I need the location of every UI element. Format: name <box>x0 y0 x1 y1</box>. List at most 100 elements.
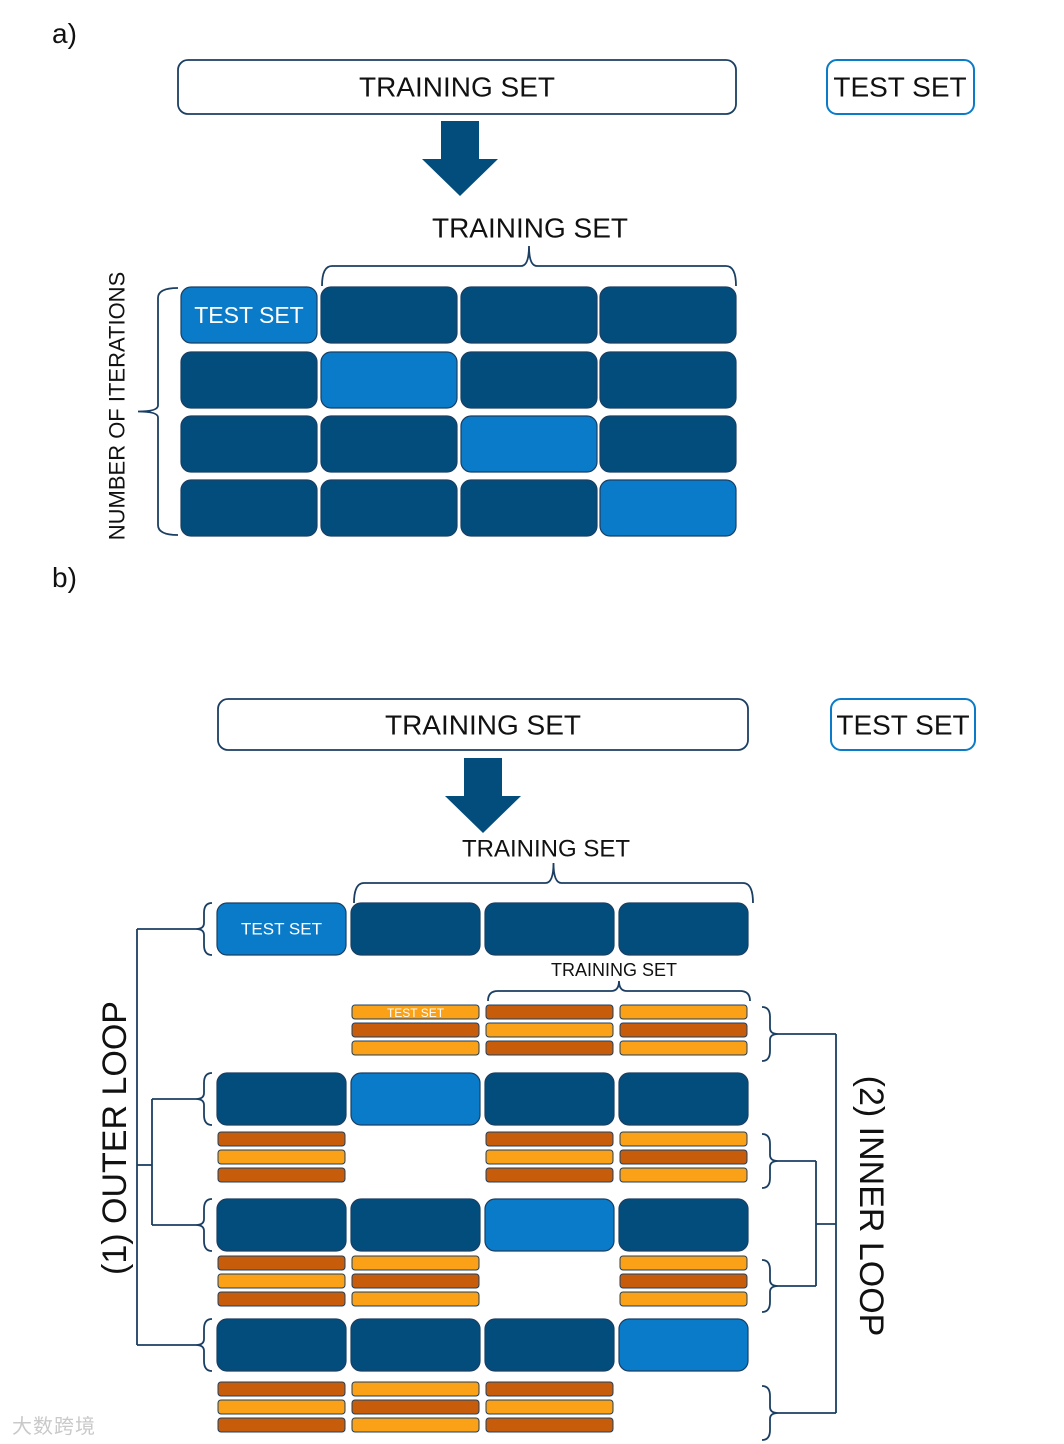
a-fold-r2-c3 <box>599 415 737 473</box>
a-fold-r3-c1 <box>320 479 458 537</box>
b-inner-g0-c2-s0 <box>485 1004 614 1020</box>
b-outer-brace-0 <box>195 902 213 956</box>
b-inner-g0-c1-s0 <box>351 1004 480 1020</box>
b-inner-g1-c3-s0 <box>619 1131 748 1147</box>
a-training-brace <box>321 245 737 287</box>
b-inner-g3-c2-s0 <box>485 1381 614 1397</box>
b-inner-loop-label: (2) INNER LOOP <box>852 1076 890 1337</box>
b-outer-brace-2 <box>195 1198 213 1252</box>
b-inner-g1-c2-s0 <box>485 1131 614 1147</box>
b-inner-g0-c3-s0 <box>619 1004 748 1020</box>
a-iterations-brace <box>137 287 179 536</box>
a-fold-r0-c1 <box>320 286 458 344</box>
b-outer-r0-c2 <box>484 902 615 956</box>
b-training-set-box <box>217 698 749 751</box>
b-fold-test-label: TEST SET <box>241 920 322 939</box>
b-inner-g2-c1-s2 <box>351 1291 480 1307</box>
b-inner-g2-c3-s2 <box>619 1291 748 1307</box>
b-inner-g1-c3-s2 <box>619 1167 748 1183</box>
b-outer-r1-c0 <box>216 1072 347 1126</box>
b-inner-g3-c0-s2 <box>217 1417 346 1433</box>
a-split-training-label: TRAINING SET <box>432 213 628 244</box>
b-outer-r0-c0 <box>216 902 347 956</box>
b-inner-training-label: TRAINING SET <box>551 960 677 980</box>
b-inner-g2-c1-s1 <box>351 1273 480 1289</box>
b-inner-g1-c0-s0 <box>217 1131 346 1147</box>
b-inner-g3-c2-s2 <box>485 1417 614 1433</box>
b-outer-r2-c3 <box>618 1198 749 1252</box>
b-inner-g3-c1-s2 <box>351 1417 480 1433</box>
a-fold-r0-c3 <box>599 286 737 344</box>
b-outer-r0-c3 <box>618 902 749 956</box>
watermark: 大数跨境 <box>12 1414 96 1438</box>
b-inner-brace-1 <box>761 1133 779 1189</box>
b-inner-training-brace <box>487 980 751 1002</box>
b-inner-g2-c0-s1 <box>217 1273 346 1289</box>
b-inner-g0-c1-s2 <box>351 1040 480 1056</box>
b-outer-r1-c1 <box>350 1072 481 1126</box>
b-training-brace <box>353 862 754 904</box>
a-fold-r3-c0 <box>180 479 318 537</box>
a-test-set-label: TEST SET <box>833 72 966 103</box>
panel-label-b: b) <box>52 562 77 593</box>
a-fold-r1-c1 <box>320 351 458 409</box>
b-inner-g2-c0-s0 <box>217 1255 346 1271</box>
b-inner-test-label: TEST SET <box>387 1006 445 1020</box>
b-outer-r3-c2 <box>484 1318 615 1372</box>
a-test-set-box <box>826 59 975 115</box>
b-inner-g0-c3-s1 <box>619 1022 748 1038</box>
b-inner-g2-c3-s1 <box>619 1273 748 1289</box>
b-outer-loop-label: (1) OUTER LOOP <box>96 1001 134 1275</box>
b-test-set-box <box>830 698 976 751</box>
b-inner-g1-c0-s2 <box>217 1167 346 1183</box>
b-inner-brace-2 <box>761 1259 779 1313</box>
b-outer-r2-c1 <box>350 1198 481 1252</box>
b-inner-g0-c1-s1 <box>351 1022 480 1038</box>
b-inner-brace-3 <box>761 1385 779 1441</box>
b-inner-brace-0 <box>761 1006 779 1062</box>
b-inner-g1-c0-s1 <box>217 1149 346 1165</box>
a-fold-r2-c1 <box>320 415 458 473</box>
b-inner-g3-c1-s1 <box>351 1399 480 1415</box>
b-outer-r2-c2 <box>484 1198 615 1252</box>
a-training-set-box <box>177 59 737 115</box>
b-inner-g1-c3-s1 <box>619 1149 748 1165</box>
a-fold-r1-c3 <box>599 351 737 409</box>
b-outer-r2-c0 <box>216 1198 347 1252</box>
b-down-arrow <box>445 758 521 833</box>
a-down-arrow <box>422 121 498 196</box>
b-inner-g0-c2-s1 <box>485 1022 614 1038</box>
b-inner-g2-c0-s2 <box>217 1291 346 1307</box>
panel-label-a: a) <box>52 18 77 49</box>
b-inner-g3-c0-s1 <box>217 1399 346 1415</box>
a-fold-test-label: TEST SET <box>194 302 304 328</box>
a-fold-r1-c0 <box>180 351 318 409</box>
b-outer-brace-1 <box>195 1072 213 1126</box>
b-inner-g3-c2-s1 <box>485 1399 614 1415</box>
a-iterations-label: NUMBER OF ITERATIONS <box>105 272 130 541</box>
b-inner-g3-c0-s0 <box>217 1381 346 1397</box>
b-outer-r1-c2 <box>484 1072 615 1126</box>
a-training-set-label: TRAINING SET <box>359 72 555 103</box>
b-training-set-label: TRAINING SET <box>385 710 581 741</box>
a-fold-r0-c2 <box>460 286 598 344</box>
b-inner-g0-c2-s2 <box>485 1040 614 1056</box>
b-split-training-label: TRAINING SET <box>462 836 630 863</box>
b-outer-r0-c1 <box>350 902 481 956</box>
b-outer-brace-3 <box>195 1318 213 1372</box>
b-inner-g2-c1-s0 <box>351 1255 480 1271</box>
a-fold-r2-c0 <box>180 415 318 473</box>
b-inner-g3-c1-s0 <box>351 1381 480 1397</box>
a-fold-r0-c0 <box>180 286 318 344</box>
a-fold-r2-c2 <box>460 415 598 473</box>
b-outer-r3-c1 <box>350 1318 481 1372</box>
b-test-set-label: TEST SET <box>836 710 969 741</box>
b-outer-r1-c3 <box>618 1072 749 1126</box>
a-fold-r3-c3 <box>599 479 737 537</box>
b-inner-g0-c3-s2 <box>619 1040 748 1056</box>
b-outer-r3-c3 <box>618 1318 749 1372</box>
b-inner-g1-c2-s2 <box>485 1167 614 1183</box>
b-inner-g1-c2-s1 <box>485 1149 614 1165</box>
b-outer-r3-c0 <box>216 1318 347 1372</box>
